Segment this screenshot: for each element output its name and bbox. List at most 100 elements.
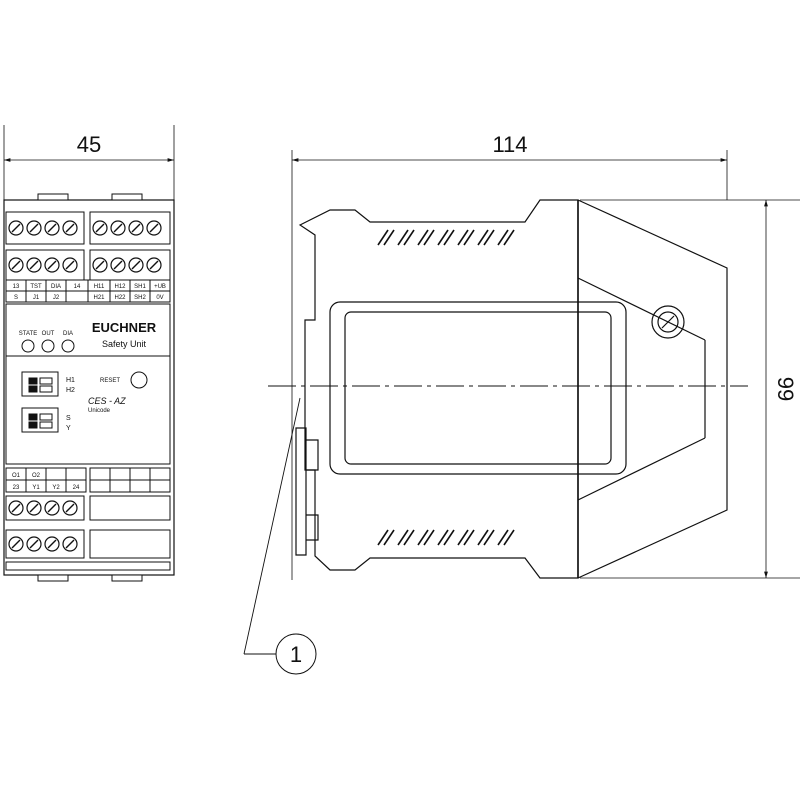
vent-slot [477, 529, 489, 546]
dim-height-label: 99 [773, 377, 798, 401]
terminal-label: SH1 [134, 284, 146, 290]
terminal-screw-icon [26, 220, 42, 236]
vent-slot [437, 529, 449, 546]
callout-number: 1 [290, 642, 302, 667]
vent-slot [377, 529, 389, 546]
terminal-screws [8, 220, 162, 552]
model-sub-label: Unicode [88, 408, 111, 414]
brand-logo: EUCHNER [92, 320, 157, 335]
terminal-screw-icon [44, 536, 60, 552]
terminal-label: H12 [114, 284, 126, 290]
vent-slot [423, 229, 435, 246]
dim-width-label: 45 [77, 132, 101, 157]
reset-button[interactable] [130, 371, 148, 389]
vent-slot [483, 229, 495, 246]
terminal-screw-icon [26, 536, 42, 552]
vent-slot [397, 229, 409, 246]
dip-switch-h[interactable] [21, 371, 59, 397]
switch2-label-y: Y [66, 425, 71, 432]
vent-slot [503, 529, 515, 546]
terminal-label: +UB [154, 284, 166, 290]
state-led [21, 339, 35, 353]
terminal-label: 14 [74, 284, 81, 290]
switch1-label-h2: H2 [66, 387, 75, 394]
terminal-screw-icon [62, 536, 78, 552]
terminal-screw-icon [146, 257, 162, 273]
terminal-label: DIA [51, 284, 61, 290]
vent-slot [417, 529, 429, 546]
terminal-screw-icon [62, 220, 78, 236]
vent-slot [397, 529, 409, 546]
terminal-label: H22 [114, 295, 126, 301]
terminal-screw-icon [128, 257, 144, 273]
terminal-screw-icon [8, 220, 24, 236]
terminal-screw-icon [92, 220, 108, 236]
vent-slot [417, 229, 429, 246]
vent-slot [457, 529, 469, 546]
terminal-screw-icon [8, 500, 24, 516]
terminal-label: 13 [13, 284, 20, 290]
terminal-label: TST [30, 284, 42, 290]
led-label-out: OUT [42, 331, 55, 337]
terminal-label: S [14, 295, 18, 301]
terminal-label: J2 [53, 295, 60, 301]
vent-slot [503, 229, 515, 246]
callout [243, 397, 317, 675]
side-view [291, 150, 800, 580]
terminal-label: O2 [32, 473, 41, 479]
vent-slot [377, 229, 389, 246]
led-label-dia: DIA [63, 331, 73, 337]
terminal-label: O1 [12, 473, 21, 479]
dia-led [61, 339, 75, 353]
dip-switch-s[interactable] [21, 407, 59, 433]
unit-subtitle: Safety Unit [102, 339, 147, 349]
terminal-screw-icon [110, 257, 126, 273]
terminal-label: SH2 [134, 295, 146, 301]
terminal-screw-icon [62, 257, 78, 273]
vent-slot [497, 229, 509, 246]
ventilation-slots [377, 229, 515, 546]
terminal-label: J1 [33, 295, 40, 301]
terminal-screw-icon [146, 220, 162, 236]
vent-slot [457, 229, 469, 246]
callout-circle [275, 633, 317, 675]
vent-slot [403, 229, 415, 246]
vent-slot [463, 229, 475, 246]
vent-slot [443, 529, 455, 546]
terminal-screw-icon [26, 500, 42, 516]
vent-slot [463, 529, 475, 546]
dim-length-label: 114 [492, 132, 527, 157]
vent-slot [497, 529, 509, 546]
switch1-label-h1: H1 [66, 377, 75, 384]
front-panel-text: EUCHNER Safety Unit STATE OUT DIA RESET … [19, 320, 157, 432]
terminal-label: 24 [73, 485, 80, 491]
terminal-label: 0V [156, 295, 163, 301]
terminal-screw-icon [8, 536, 24, 552]
vent-slot [477, 229, 489, 246]
vent-slot [483, 529, 495, 546]
terminal-screw-icon [44, 500, 60, 516]
terminal-label: H21 [93, 295, 105, 301]
terminal-screw-icon [128, 220, 144, 236]
terminal-label: Y1 [32, 485, 40, 491]
terminal-label: Y2 [52, 485, 60, 491]
terminal-label: 23 [13, 485, 20, 491]
vent-slot [383, 229, 395, 246]
terminal-screw-icon [44, 257, 60, 273]
terminal-screw-icon [26, 257, 42, 273]
terminal-screw-icon [92, 257, 108, 273]
terminal-screw-icon [8, 257, 24, 273]
terminal-screw-icon [62, 500, 78, 516]
vent-slot [383, 529, 395, 546]
front-view [3, 125, 175, 582]
model-label: CES - AZ [88, 396, 126, 406]
switch2-label-s: S [66, 415, 71, 422]
reset-label: RESET [100, 378, 120, 384]
terminal-screw-icon [44, 220, 60, 236]
vent-slot [403, 529, 415, 546]
vent-slot [423, 529, 435, 546]
led-label-state: STATE [19, 331, 37, 337]
terminal-screw-icon [110, 220, 126, 236]
